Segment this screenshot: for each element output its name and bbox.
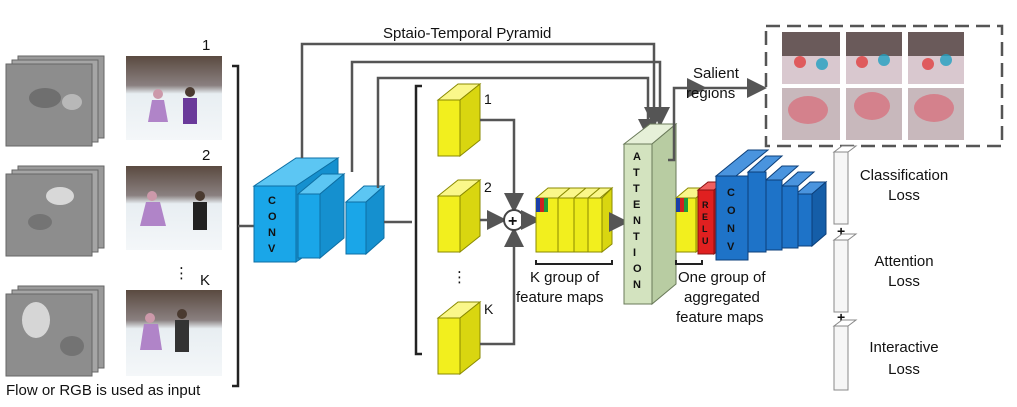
conv2-letter-4: V [727, 241, 735, 253]
conv-letter-1: C [268, 195, 276, 207]
sum-symbol: + [508, 213, 517, 230]
interactive-loss-line2: Loss [888, 361, 920, 378]
attention-module [623, 143, 653, 305]
loss-plus-2: + [837, 309, 845, 325]
loss-plus-1: + [837, 223, 845, 239]
branch-number-1: 1 [484, 91, 492, 107]
salient-regions-frame [764, 24, 1004, 148]
interactive-loss-line1: Interactive [869, 339, 938, 356]
flow-stack-1 [5, 55, 105, 147]
classification-loss-bar [833, 151, 849, 225]
classification-loss-line1: Classification [860, 167, 948, 184]
conv2-letter-3: N [727, 223, 735, 235]
attention-letter: N [633, 279, 641, 291]
branch-number-2: 2 [484, 179, 492, 195]
attention-letter: T [633, 231, 640, 243]
aggregated-block: R E L U C O N V One group of aggregated … [674, 149, 828, 326]
conv-letter-4: V [268, 243, 276, 255]
frame-dots: ⋮ [174, 265, 189, 282]
salient-regions-panel [764, 24, 1004, 148]
conv2-stack: C O N V [714, 149, 828, 261]
interactive-loss-bar [833, 325, 849, 391]
input-bracket [232, 64, 240, 388]
attention-loss-line2: Loss [888, 273, 920, 290]
rgb-frame-2 [126, 166, 222, 250]
conv-letter-3: N [268, 227, 276, 239]
attention-loss-bar [833, 239, 849, 313]
conv2-block [715, 175, 749, 261]
pyramid-title: Sptaio-Temporal Pyramid [383, 25, 551, 42]
branch-k-feature [436, 300, 482, 376]
conv2-letter-2: O [727, 205, 736, 217]
attention-letter: O [633, 263, 642, 275]
one-group-label-line2: aggregated [684, 289, 760, 306]
salient-label-line1: Salient [693, 65, 740, 82]
attention-letter: I [633, 247, 636, 259]
k-group-label-line1: K group of [530, 269, 600, 286]
attention-loss-line1: Attention [874, 253, 933, 270]
attention-letter: T [633, 183, 640, 195]
conv-backbone: C O N V [252, 157, 412, 263]
attention-letter: T [633, 167, 640, 179]
relu-letter-4: U [702, 236, 709, 246]
rgb-frame-k [126, 290, 222, 376]
flow-stack-2 [5, 165, 105, 257]
one-group-label-line3: feature maps [676, 309, 764, 326]
branch-2-feature [436, 178, 482, 254]
frame-number-2: 2 [202, 147, 210, 164]
conv-block-2 [297, 193, 321, 259]
relu-letter-3: L [702, 224, 708, 234]
frame-number-k: K [200, 272, 210, 289]
frame-number-1: 1 [202, 37, 210, 54]
branch-number-k: K [484, 301, 494, 317]
k-group-feature-maps: K group of feature maps [516, 186, 629, 306]
conv-block-3 [345, 201, 367, 255]
relu-letter-1: R [702, 200, 709, 210]
rgb-frame-1 [126, 56, 222, 140]
loss-stack: + + Classification Loss Attention Loss I… [832, 145, 948, 391]
attention-letter: A [633, 151, 641, 163]
pyramid-arrows: Sptaio-Temporal Pyramid [300, 25, 670, 188]
input-caption: Flow or RGB is used as input [6, 382, 201, 399]
flow-stack-k [5, 285, 105, 377]
one-group-label-line1: One group of [678, 269, 766, 286]
attention-letter: E [633, 199, 640, 211]
branch-dots: ⋮ [452, 269, 467, 286]
conv2-letter-1: C [727, 187, 735, 199]
k-group-label-line2: feature maps [516, 289, 604, 306]
branches: 1 2 ⋮ K + [414, 82, 541, 376]
conv-letter-2: O [268, 211, 277, 223]
input-frames: 1 2 ⋮ K Flow or RGB is used as input [5, 37, 256, 399]
attention-letter: N [633, 215, 641, 227]
branch-bracket [414, 84, 422, 356]
branch-1-feature [436, 82, 482, 158]
classification-loss-line2: Loss [888, 187, 920, 204]
relu-letter-2: E [702, 212, 708, 222]
